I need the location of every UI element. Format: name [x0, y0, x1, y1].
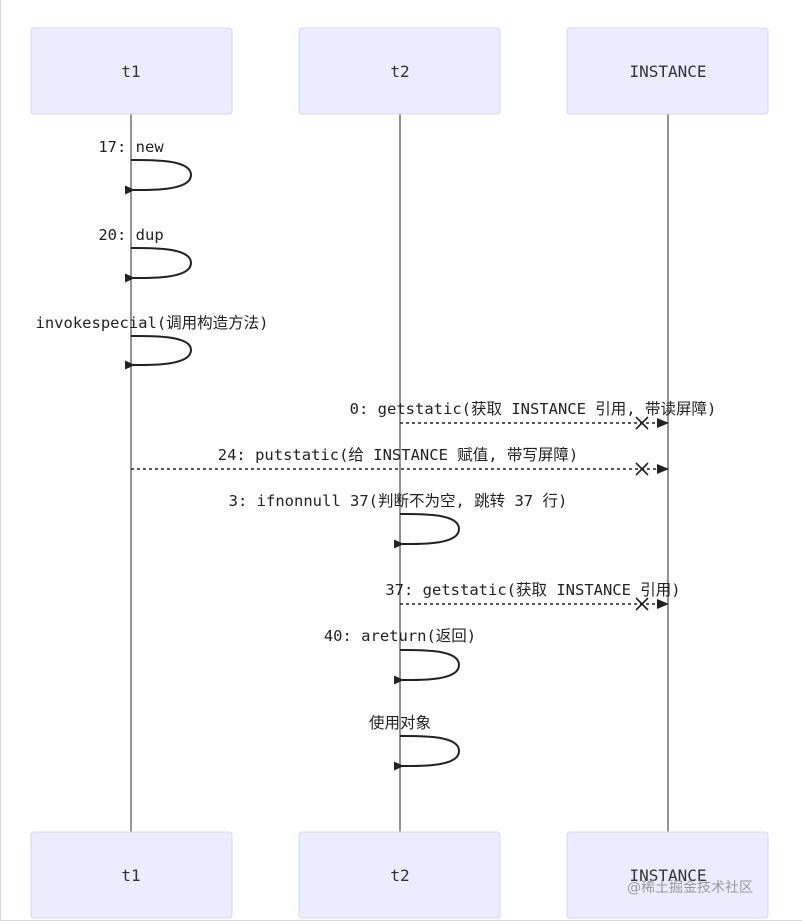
- actor-t1-bottom-label: t1: [121, 866, 140, 885]
- message-use-label: 使用对象: [369, 714, 431, 732]
- message-new-label: 17: new: [98, 138, 164, 156]
- message-use-loop: [393, 734, 461, 771]
- message-putstatic-24-cross-icon: [635, 462, 649, 476]
- watermark-text: @稀土掘金技术社区: [627, 880, 753, 896]
- message-invokespecial-label: invokespecial(调用构造方法): [36, 314, 269, 332]
- actor-instance-top-label: INSTANCE: [629, 62, 706, 81]
- message-putstatic-24-label: 24: putstatic(给 INSTANCE 赋值, 带写屏障): [218, 446, 578, 464]
- message-areturn-loop: [393, 648, 461, 685]
- actor-t1-top: t1: [30, 27, 233, 115]
- message-ifnonnull-label: 3: ifnonnull 37(判断不为空, 跳转 37 行): [229, 492, 568, 510]
- message-invokespecial-loop: [124, 334, 193, 370]
- actor-instance-bottom-label: INSTANCE: [629, 866, 706, 885]
- message-getstatic-37-cross-icon: [635, 597, 649, 611]
- actor-t1-top-label: t1: [121, 62, 140, 81]
- message-getstatic-37-label: 37: getstatic(获取 INSTANCE 引用): [385, 581, 680, 599]
- actor-t1-bottom: t1: [30, 831, 233, 919]
- message-areturn-label: 40: areturn(返回): [324, 627, 476, 645]
- message-ifnonnull-loop: [393, 512, 461, 549]
- actor-instance-bottom: INSTANCE: [566, 831, 769, 919]
- actor-t2-top-label: t2: [390, 62, 409, 81]
- message-getstatic-0-label: 0: getstatic(获取 INSTANCE 引用, 带读屏障): [350, 400, 717, 418]
- actor-t2-bottom-label: t2: [390, 866, 409, 885]
- actor-instance-top: INSTANCE: [566, 27, 769, 115]
- message-new-loop: [124, 158, 193, 195]
- actor-t2-top: t2: [298, 27, 501, 115]
- message-dup-loop: [124, 246, 193, 283]
- actor-t2-bottom: t2: [298, 831, 501, 919]
- message-getstatic-0-cross-icon: [635, 416, 649, 430]
- message-dup-label: 20: dup: [98, 226, 163, 244]
